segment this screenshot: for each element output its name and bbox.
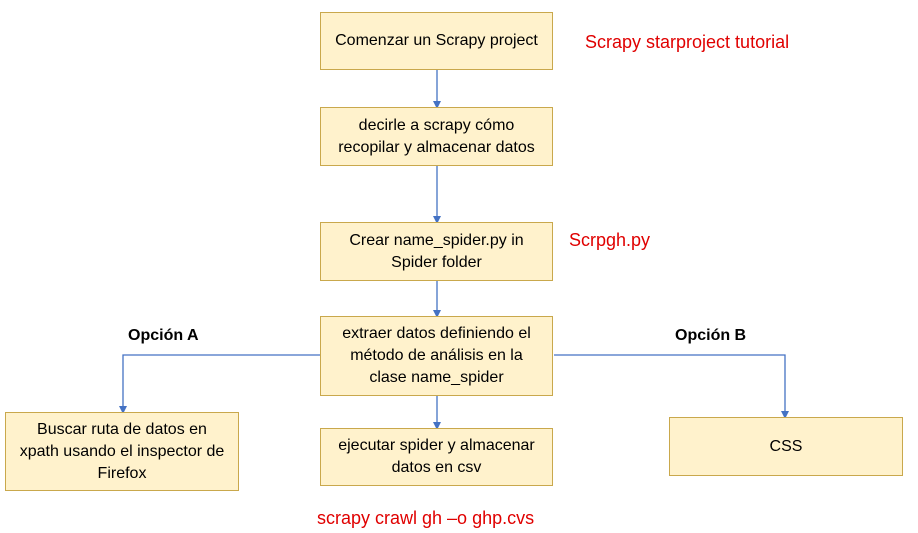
node-extract: extraer datos definiendo el método de an… (320, 316, 553, 396)
annotation-file: Scrpgh.py (569, 230, 651, 250)
node-start: Comenzar un Scrapy project (320, 12, 553, 70)
option-a-label: Opción A (128, 327, 199, 344)
arrow-option-b (554, 354, 789, 419)
node-css: CSS (669, 417, 903, 476)
node-xpath: Buscar ruta de datos en xpath usando el … (5, 412, 239, 491)
option-b-label: Opción B (675, 327, 747, 344)
node-create: Crear name_spider.py in Spider folder (320, 222, 553, 281)
annotation-command: scrapy crawl gh –o ghp.cvs (317, 508, 535, 528)
arrow-option-a (119, 354, 320, 414)
node-run: ejecutar spider y almacenar datos en csv (320, 428, 553, 486)
node-tell: decirle a scrapy cómo recopilar y almace… (320, 107, 553, 166)
annotation-tutorial: Scrapy starproject tutorial (585, 32, 790, 52)
